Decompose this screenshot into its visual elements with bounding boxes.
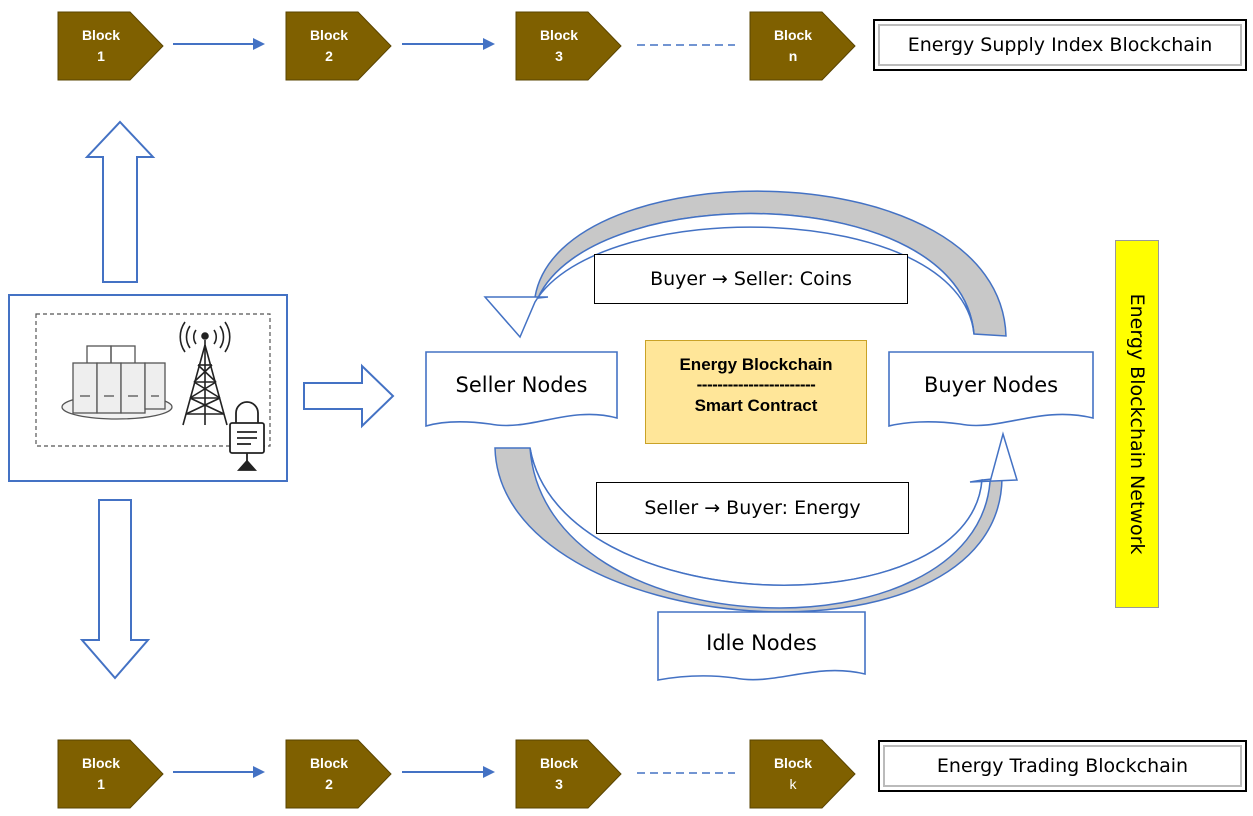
down-block-arrow — [79, 499, 151, 680]
right-block-arrow — [303, 363, 395, 429]
buyer-to-seller-message: Buyer → Seller: Coins — [594, 254, 908, 304]
seller-to-buyer-message: Seller → Buyer: Energy — [596, 482, 909, 534]
network-label-box: Energy Blockchain Network — [1115, 240, 1159, 608]
lower-curved-arrow — [494, 431, 1018, 613]
top-connector-2 — [402, 38, 495, 50]
infrastructure-dashed-frame — [35, 313, 271, 447]
buyer-nodes-label: Buyer Nodes — [923, 373, 1059, 397]
idle-nodes-label: Idle Nodes — [706, 631, 817, 655]
bottom-connector-1 — [173, 766, 265, 778]
smart-contract-line1: Energy Blockchain — [679, 355, 833, 374]
seller-nodes-shape — [425, 351, 618, 428]
smart-contract-divider: ----------------------- — [696, 375, 816, 394]
seller-nodes-label: Seller Nodes — [455, 373, 588, 397]
top-connector-1 — [173, 38, 265, 50]
top-block-n — [749, 11, 856, 81]
smart-contract-line2: Smart Contract — [694, 396, 818, 415]
lock-icon — [229, 401, 265, 471]
bottom-block-k — [749, 739, 856, 809]
bottom-block-1 — [57, 739, 164, 809]
smart-contract-box: Energy Blockchain ----------------------… — [645, 340, 867, 444]
bottom-connector-2 — [402, 766, 495, 778]
up-block-arrow — [84, 120, 156, 283]
bottom-block-2 — [285, 739, 392, 809]
bottom-block-3 — [515, 739, 622, 809]
antenna-tower-icon — [179, 321, 231, 426]
idle-nodes-shape — [657, 611, 866, 681]
bottom-chain-title: Energy Trading Blockchain — [878, 740, 1247, 792]
network-label: Energy Blockchain Network — [1126, 293, 1148, 555]
buyer-nodes-shape — [888, 351, 1094, 428]
top-block-3 — [515, 11, 622, 81]
server-rack-icon — [61, 345, 173, 420]
top-block-1 — [57, 11, 164, 81]
upper-curved-arrow — [483, 190, 1007, 339]
top-chain-title: Energy Supply Index Blockchain — [873, 19, 1247, 71]
top-block-2 — [285, 11, 392, 81]
